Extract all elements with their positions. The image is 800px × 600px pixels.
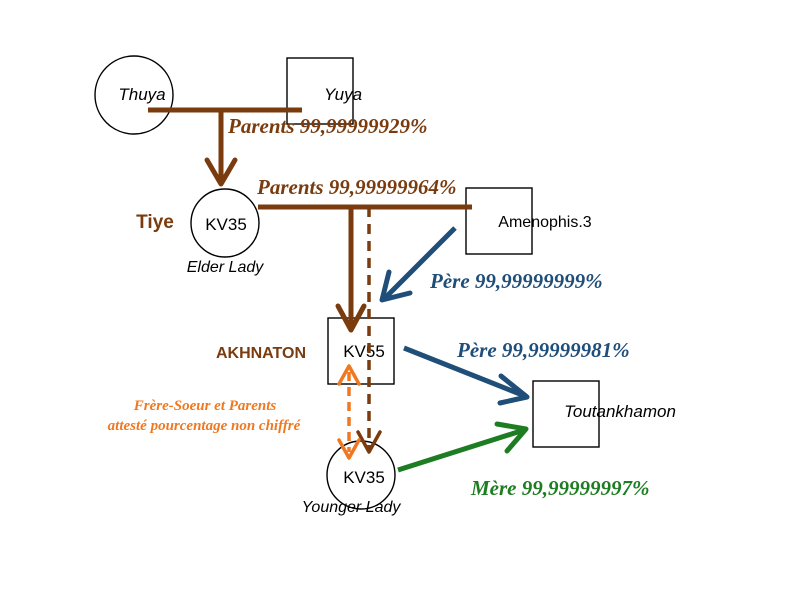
sibling-label-line1: Frère-Soeur et Parents <box>133 398 277 414</box>
arrow-amenophis-to-akhnaton-head <box>379 269 413 303</box>
arrow-younger-lady-to-toutankhamon <box>397 427 525 473</box>
pere-label-1: Père 99,99999999% <box>429 269 603 293</box>
dashed-parents-to-younger-lady-head <box>356 430 382 454</box>
sibling-label-line2: attesté pourcentage non chiffré <box>108 418 302 434</box>
mere-label: Mère 99,99999997% <box>470 476 649 500</box>
tiye-label: KV35 <box>205 215 247 234</box>
thuya-node <box>94 55 174 135</box>
toutankhamon-label: Toutankhamon <box>564 402 676 421</box>
arrow-akhnaton-to-toutankhamon <box>403 345 526 399</box>
thuya-label: Thuya <box>118 85 165 104</box>
dashed-sibling-arrow-head-up <box>337 364 361 386</box>
amenophis-node <box>465 187 533 255</box>
yuya-label: Yuya <box>324 85 362 104</box>
younger-lady-caption: Younger Lady <box>302 499 402 516</box>
younger-lady-label: KV35 <box>343 468 385 487</box>
pere-label-2: Père 99,99999981% <box>456 338 630 362</box>
tiye-name: Tiye <box>136 212 174 233</box>
tiye-node <box>190 188 260 258</box>
arrow-amenophis-to-akhnaton <box>383 226 457 300</box>
yuya-node <box>286 57 354 125</box>
akhnaton-node <box>327 317 395 385</box>
arrow-parents-to-akhnaton-head <box>335 303 367 333</box>
amenophis-label: Amenophis.3 <box>498 214 591 231</box>
akhnaton-label: KV55 <box>343 342 385 361</box>
akhnaton-name: AKHNATON <box>216 345 306 362</box>
dashed-sibling-arrow-head-down <box>337 438 361 460</box>
parents-label-2: Parents 99,99999964% <box>256 175 457 199</box>
toutankhamon-node <box>532 380 600 448</box>
arrow-parents-to-tiye-head <box>204 157 238 187</box>
arrow-akhnaton-to-toutankhamon-head <box>497 373 530 406</box>
parents-label-1: Parents 99,99999929% <box>227 114 428 138</box>
tiye-caption: Elder Lady <box>187 259 264 276</box>
arrow-younger-lady-to-toutankhamon-head <box>494 421 529 454</box>
